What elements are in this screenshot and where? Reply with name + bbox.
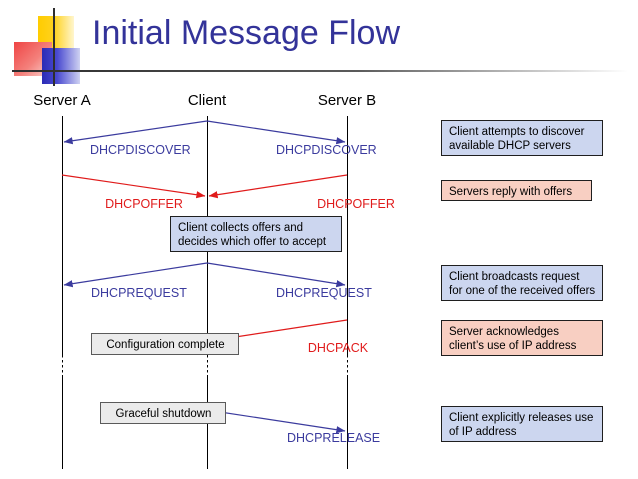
message-label-request-left: DHCPREQUEST <box>91 286 187 300</box>
note-configuration-complete: Configuration complete <box>91 333 239 355</box>
message-label-ack: DHCPACK <box>307 341 369 355</box>
title-underline-rule <box>28 70 628 72</box>
message-label-request-right: DHCPREQUEST <box>276 286 372 300</box>
message-label-discover-left: DHCPDISCOVER <box>90 143 191 157</box>
logo-vertical-rule <box>53 8 55 86</box>
page-title: Initial Message Flow <box>92 14 401 52</box>
column-header-server-a: Server A <box>33 92 91 109</box>
lifeline-server-b-gap <box>347 355 348 377</box>
column-header-server-b: Server B <box>317 92 377 109</box>
lifeline-server-a-upper <box>62 116 63 355</box>
arrow-offer-left <box>61 174 206 199</box>
lifeline-server-b-upper <box>347 116 348 355</box>
note-graceful-shutdown: Graceful shutdown <box>100 402 226 424</box>
note-client-discovers: Client attempts to discover available DH… <box>441 120 603 156</box>
column-header-client: Client <box>187 92 227 109</box>
lifeline-client-gap <box>207 355 208 377</box>
logo-blue-square <box>42 48 80 84</box>
arrow-request-right <box>206 262 346 288</box>
slide-logo-decoration <box>12 8 96 86</box>
arrow-discover-right <box>206 120 346 145</box>
message-label-offer-right: DHCPOFFER <box>317 197 395 211</box>
lifeline-server-b-lower <box>347 377 348 469</box>
arrow-offer-right <box>208 174 348 199</box>
lifeline-server-a-lower <box>62 377 63 469</box>
note-servers-reply: Servers reply with offers <box>441 180 592 201</box>
note-client-broadcasts: Client broadcasts request for one of the… <box>441 265 603 301</box>
message-label-offer-left: DHCPOFFER <box>105 197 183 211</box>
arrow-discover-left <box>63 120 208 145</box>
lifeline-server-a-gap <box>62 355 63 377</box>
note-server-acknowledges: Server acknowledges client’s use of IP a… <box>441 320 603 356</box>
arrow-release <box>206 409 346 434</box>
message-label-release: DHCPRELEASE <box>287 431 381 445</box>
note-client-releases: Client explicitly releases use of IP add… <box>441 406 603 442</box>
message-label-discover-right: DHCPDISCOVER <box>276 143 377 157</box>
arrow-request-left <box>63 262 208 288</box>
note-client-collects: Client collects offers and decides which… <box>170 216 342 252</box>
